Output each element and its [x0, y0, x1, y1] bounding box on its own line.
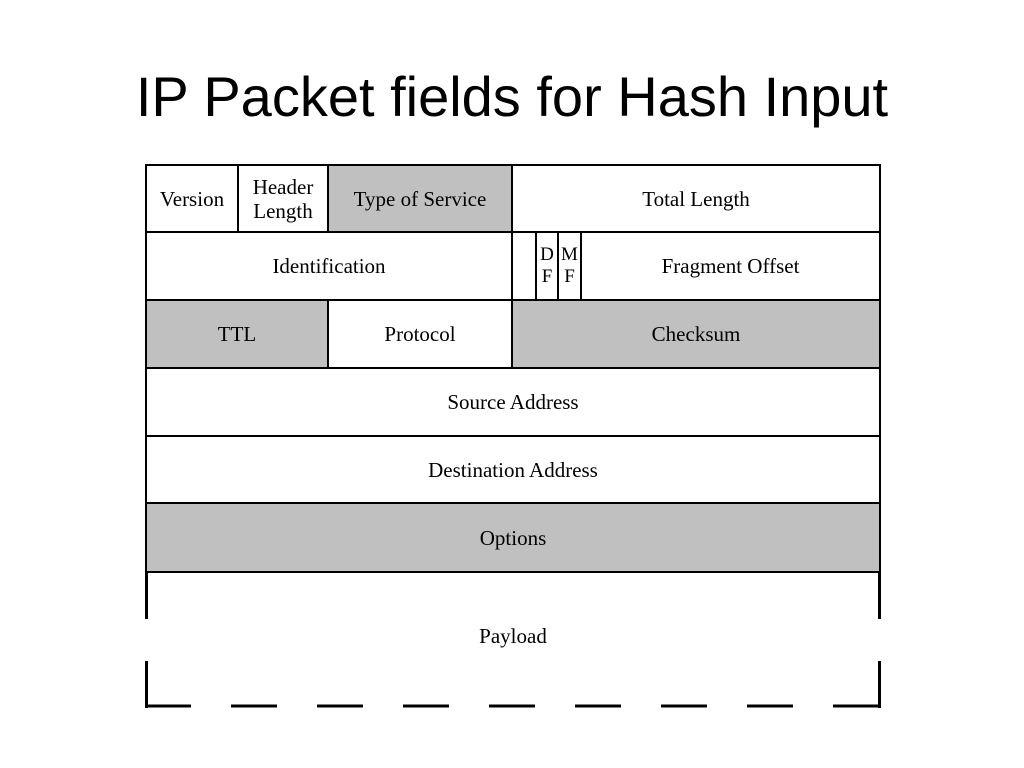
- field-total-length-label: Total Length: [642, 186, 750, 211]
- field-ttl-label: TTL: [217, 322, 257, 346]
- field-mf-flag: M F: [557, 231, 582, 301]
- field-header-length: Header Length: [237, 164, 329, 233]
- field-destination-address-label: Destination Address: [428, 457, 598, 482]
- field-options-label: Options: [479, 525, 547, 550]
- field-checksum: Checksum: [511, 299, 881, 369]
- page-title: IP Packet fields for Hash Input: [135, 65, 889, 128]
- field-df-label-2: F: [541, 266, 553, 287]
- field-destination-address: Destination Address: [145, 435, 881, 504]
- field-ttl: TTL: [145, 299, 329, 369]
- field-total-length: Total Length: [511, 164, 881, 233]
- field-source-address-label: Source Address: [447, 390, 579, 414]
- field-payload-label: Payload: [479, 624, 547, 648]
- field-version: Version: [145, 164, 239, 233]
- field-type-of-service-label: Type of Service: [353, 186, 487, 211]
- field-protocol-label: Protocol: [384, 322, 456, 346]
- field-mf-label-2: F: [564, 266, 575, 287]
- field-payload: Payload: [145, 571, 881, 708]
- field-type-of-service: Type of Service: [327, 164, 513, 233]
- field-options: Options: [145, 502, 881, 573]
- field-header-length-label-2: Length: [253, 198, 313, 223]
- field-source-address: Source Address: [145, 367, 881, 437]
- field-identification-label: Identification: [272, 254, 386, 278]
- field-df-flag: D F: [535, 231, 559, 301]
- field-version-label: Version: [159, 186, 225, 211]
- field-checksum-label: Checksum: [651, 322, 741, 346]
- field-header-length-label-1: Header: [252, 174, 314, 199]
- field-fragment-offset-label: Fragment Offset: [661, 254, 800, 278]
- field-mf-label-1: M: [561, 244, 578, 265]
- payload-dashed-border: [145, 571, 881, 708]
- field-spacer: [511, 231, 537, 301]
- field-fragment-offset: Fragment Offset: [580, 231, 881, 301]
- field-df-label-1: D: [540, 244, 554, 265]
- field-protocol: Protocol: [327, 299, 513, 369]
- field-identification: Identification: [145, 231, 513, 301]
